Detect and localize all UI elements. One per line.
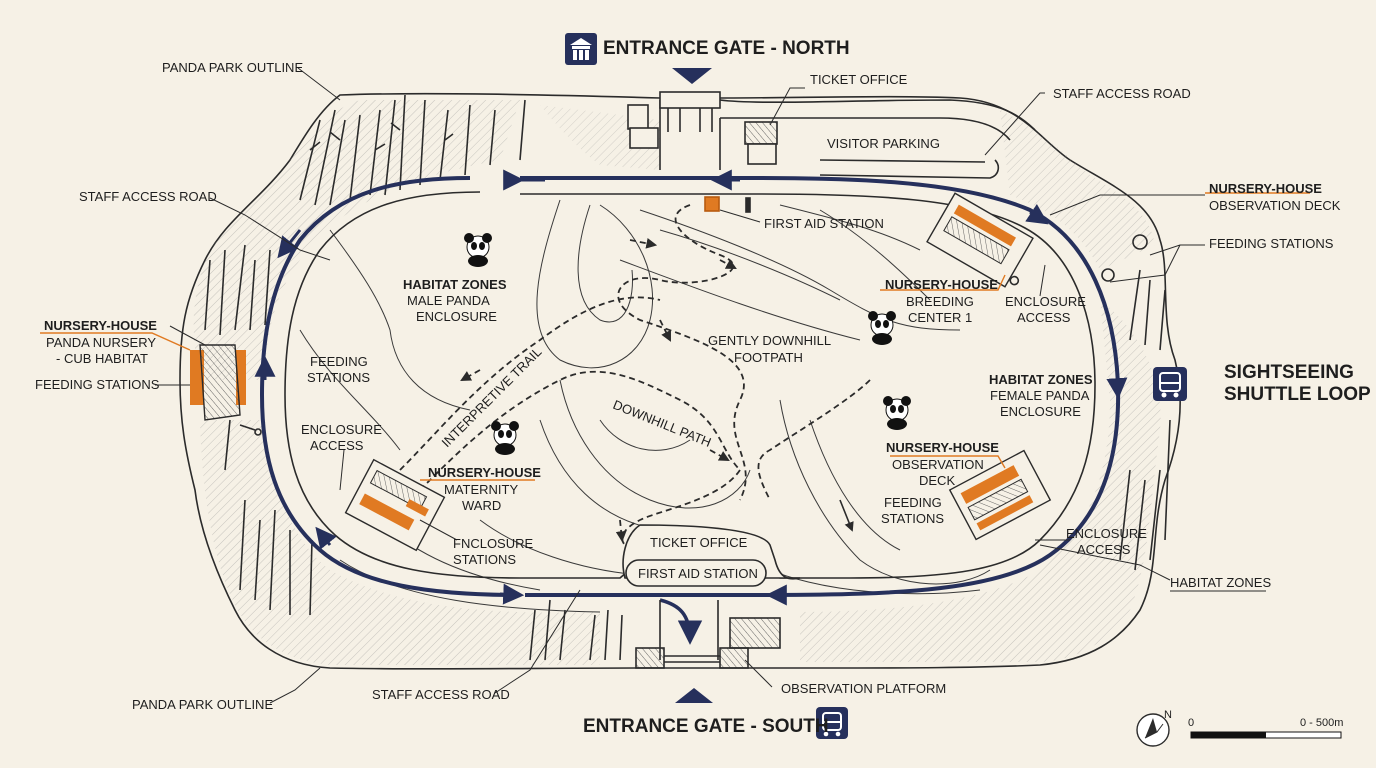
scale-zero-label: 0 bbox=[1188, 717, 1194, 729]
panda-icon bbox=[464, 233, 492, 267]
nursery-breeding-sub1: BREEDING bbox=[906, 294, 974, 309]
north-gate-structure bbox=[627, 91, 778, 213]
entrance-north-label: ENTRANCE GATE - NORTH bbox=[603, 38, 850, 59]
habitat-female-title: HABITAT ZONES bbox=[989, 372, 1093, 387]
scale-bar bbox=[1190, 731, 1342, 739]
nursery-house-observation-right bbox=[948, 449, 1052, 541]
habitat-male-sub1: MALE PANDA bbox=[407, 293, 490, 308]
contour-lines bbox=[299, 199, 991, 613]
feeding-inner-2: STATIONS bbox=[307, 370, 370, 385]
nursery-maternity-sub1: MATERNITY bbox=[444, 482, 518, 497]
nursery-obs-right-sub2: DECK bbox=[919, 473, 955, 488]
enclosure-access-lower-1: ENCLOSURE bbox=[1066, 526, 1147, 541]
nursery-house-cub bbox=[190, 344, 262, 436]
enclosure-access-right-2: ACCESS bbox=[1017, 310, 1071, 325]
observation-platform-label: OBSERVATION PLATFORM bbox=[781, 681, 946, 696]
nursery-cub-title: NURSERY-HOUSE bbox=[44, 318, 157, 333]
nursery-breeding-sub2: CENTER 1 bbox=[908, 310, 972, 325]
fnclosure-label-2: STATIONS bbox=[453, 552, 516, 567]
habitat-male-sub2: ENCLOSURE bbox=[416, 309, 497, 324]
shuttle-title-2: SHUTTLE LOOP bbox=[1224, 384, 1371, 405]
nursery-house-breeding bbox=[926, 192, 1034, 288]
panda-icon bbox=[868, 311, 896, 345]
nursery-obs-right-sub1: OBSERVATION bbox=[892, 457, 984, 472]
compass-icon bbox=[1136, 713, 1170, 747]
nursery-maternity-title: NURSERY-HOUSE bbox=[428, 465, 541, 480]
nursery-cub-sub2: - CUB HABITAT bbox=[56, 351, 148, 366]
scale-end-label: 0 - 500m bbox=[1300, 717, 1343, 729]
gentle-footpath-2: FOOTPATH bbox=[734, 350, 803, 365]
downhill-path-label: DOWNHILL PATH bbox=[611, 397, 714, 450]
nursery-house-maternity bbox=[344, 458, 446, 552]
habitat-zones-right-label: HABITAT ZONES bbox=[1170, 575, 1271, 590]
staff-road-label-left: STAFF ACCESS ROAD bbox=[79, 189, 217, 204]
leader-lines bbox=[155, 67, 1205, 704]
nursery-maternity-sub2: WARD bbox=[462, 498, 501, 513]
staff-road-label-bottom: STAFF ACCESS ROAD bbox=[372, 687, 510, 702]
fnclosure-label-1: FNCLOSURE bbox=[453, 536, 534, 551]
habitat-female-sub2: ENCLOSURE bbox=[1000, 404, 1081, 419]
panda-icon bbox=[883, 396, 911, 430]
gentle-footpath-1: GENTLY DOWNHILL bbox=[708, 333, 831, 348]
access-roads bbox=[659, 99, 1036, 179]
park-outline-label-top: PANDA PARK OUTLINE bbox=[162, 60, 303, 75]
entrance-south-label: ENTRANCE GATE - SOUTH bbox=[583, 716, 829, 737]
bus-icon bbox=[1153, 367, 1187, 401]
enclosure-access-left-1: ENCLOSURE bbox=[301, 422, 382, 437]
first-aid-label-bottom: FIRST AID STATION bbox=[638, 566, 758, 581]
panda-icon bbox=[491, 421, 519, 455]
ticket-office-label-bottom: TICKET OFFICE bbox=[650, 535, 748, 550]
nursery-obs-right-title: NURSERY-HOUSE bbox=[886, 440, 999, 455]
visitor-parking-label: VISITOR PARKING bbox=[827, 136, 940, 151]
shuttle-title-1: SIGHTSEEING bbox=[1224, 362, 1354, 383]
enclosure-access-right-1: ENCLOSURE bbox=[1005, 294, 1086, 309]
enclosure-access-left-2: ACCESS bbox=[310, 438, 364, 453]
compass-n-label: N bbox=[1164, 709, 1172, 721]
park-outline-label-bottom: PANDA PARK OUTLINE bbox=[132, 697, 273, 712]
feeding-station-top-right bbox=[1101, 234, 1148, 282]
nursery-cub-sub1: PANDA NURSERY bbox=[46, 335, 156, 350]
nursery-breeding-title: NURSERY-HOUSE bbox=[885, 277, 998, 292]
ticket-office-label-top: TICKET OFFICE bbox=[810, 72, 908, 87]
staff-road-label-top-right: STAFF ACCESS ROAD bbox=[1053, 86, 1191, 101]
south-gate-structure bbox=[622, 524, 801, 669]
first-aid-label-top: FIRST AID STATION bbox=[764, 216, 884, 231]
bamboo-clusters bbox=[204, 94, 1171, 661]
habitat-male-title: HABITAT ZONES bbox=[403, 277, 507, 292]
feeding-right-label: FEEDING STATIONS bbox=[1209, 236, 1334, 251]
nursery-obs-top-title: NURSERY-HOUSE bbox=[1209, 181, 1322, 196]
south-entrance-arrow bbox=[675, 688, 713, 703]
feeding-inner-1: FEEDING bbox=[310, 354, 368, 369]
trails bbox=[399, 204, 871, 546]
enclosure-access-lower-2: ACCESS bbox=[1077, 542, 1131, 557]
feeding-lower-right-2: STATIONS bbox=[881, 511, 944, 526]
gate-icon bbox=[565, 33, 597, 65]
feeding-lower-right-1: FEEDING bbox=[884, 495, 942, 510]
nursery-obs-top-sub: OBSERVATION DECK bbox=[1209, 198, 1341, 213]
bus-icon bbox=[816, 707, 848, 739]
orange-leaders bbox=[40, 192, 1310, 481]
north-entrance-arrow bbox=[672, 68, 712, 84]
habitat-female-sub1: FEMALE PANDA bbox=[990, 388, 1090, 403]
feeding-left-label: FEEDING STATIONS bbox=[35, 377, 160, 392]
